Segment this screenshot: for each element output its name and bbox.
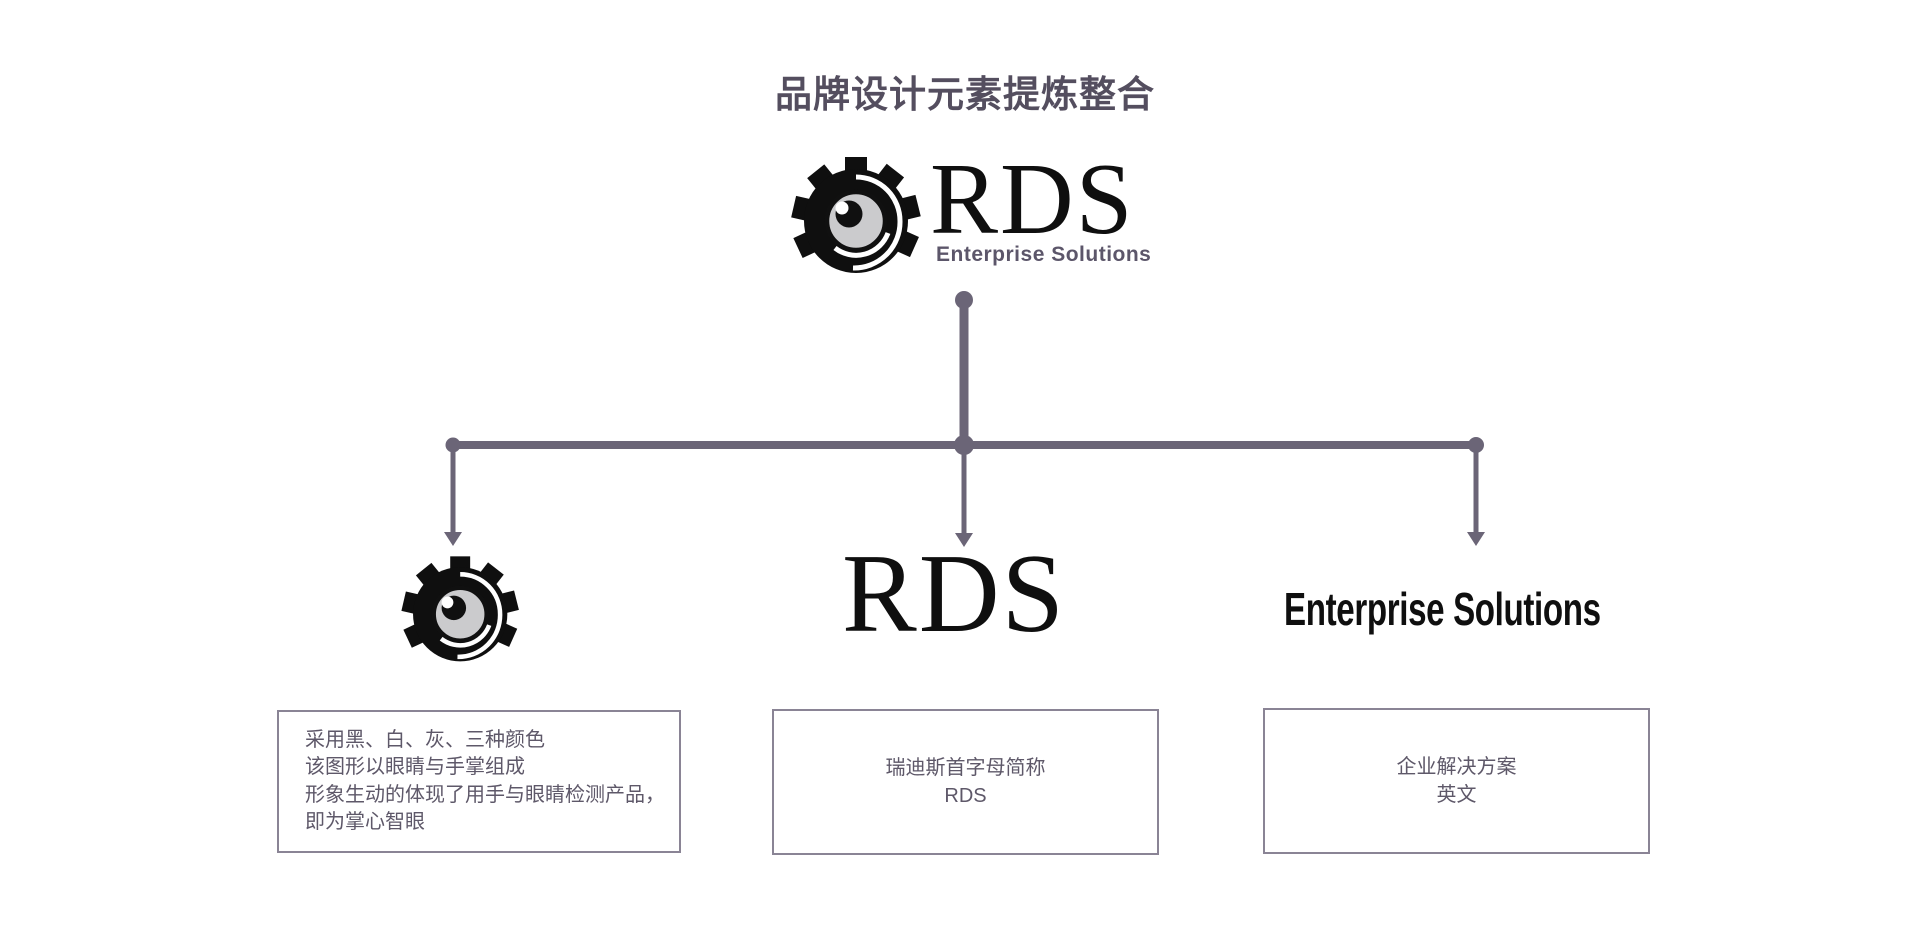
logo-tagline: Enterprise Solutions — [936, 243, 1152, 266]
description-box-wordmark: 瑞迪斯首字母简称 RDS — [772, 709, 1159, 855]
description-line: 形象生动的体现了用手与眼睛检测产品， — [305, 783, 665, 806]
description-line: 企业解决方案 — [1396, 756, 1517, 778]
description-box-tagline: 企业解决方案 英文 — [1263, 708, 1650, 854]
description-line: 即为掌心智眼 — [305, 811, 425, 833]
logo-wordmark: RDS — [930, 143, 1135, 256]
description-line: 瑞迪斯首字母简称 — [885, 757, 1046, 779]
description-box-symbol: 采用黑、白、灰、三种颜色 该图形以眼睛与手掌组成 形象生动的体现了用手与眼睛检测… — [277, 710, 681, 853]
page-title: 品牌设计元素提炼整合 — [775, 74, 1155, 115]
arrow-down-left-icon — [444, 532, 462, 546]
connector-root-dot — [955, 291, 973, 309]
arrow-down-right-icon — [1467, 532, 1485, 546]
description-line: 该图形以眼睛与手掌组成 — [305, 756, 525, 778]
wordmark-element: RDS — [842, 532, 1066, 656]
arrow-down-center-icon — [955, 533, 973, 547]
description-line: 采用黑、白、灰、三种颜色 — [305, 728, 545, 751]
description-line: RDS — [944, 785, 987, 807]
tagline-element: Enterprise Solutions — [1284, 583, 1601, 635]
gear-eye-icon — [394, 556, 530, 667]
description-line: 英文 — [1436, 784, 1477, 806]
